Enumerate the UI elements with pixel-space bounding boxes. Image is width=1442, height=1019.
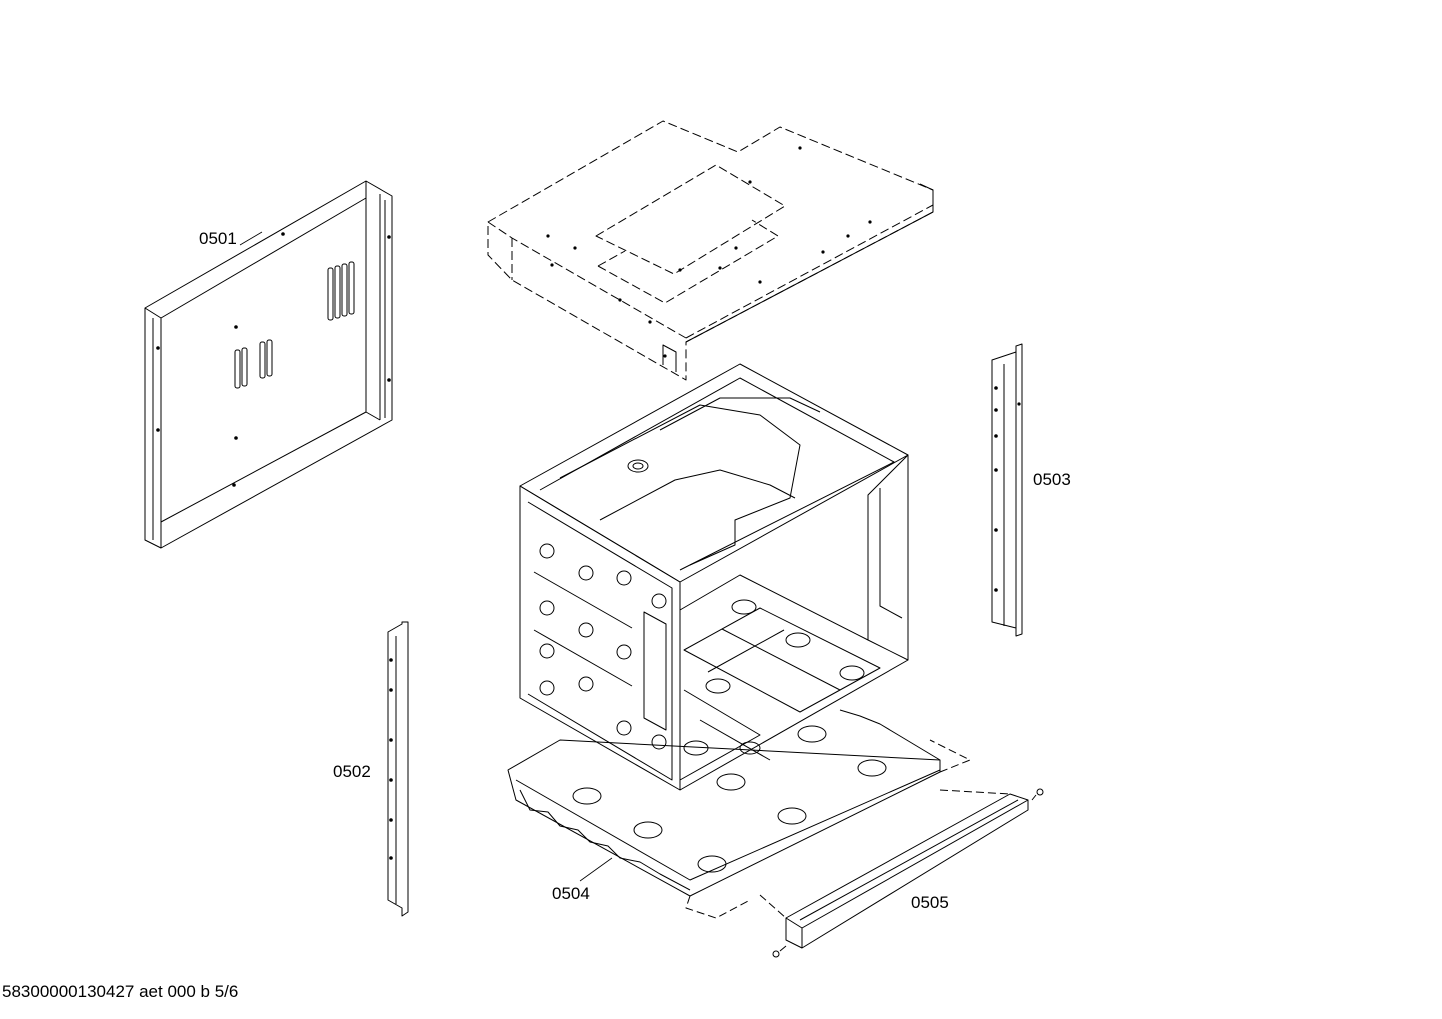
- oven-cavity: [519, 363, 909, 791]
- front-strip: [759, 788, 1044, 958]
- top-cover: [487, 120, 934, 381]
- bottom-tray: [507, 709, 971, 919]
- side-rail-right: [991, 343, 1023, 637]
- document-code: 58300000130427 aet 000 b 5/6: [2, 982, 239, 1001]
- part-label-0505: 0505: [911, 893, 949, 912]
- part-label-0502: 0502: [333, 762, 371, 781]
- side-rail-left: [387, 621, 409, 917]
- part-label-0504: 0504: [552, 884, 590, 903]
- part-label-0501: 0501: [199, 229, 237, 248]
- leader-lines: [239, 231, 613, 882]
- side-panel-left: [144, 180, 393, 549]
- part-label-0503: 0503: [1033, 470, 1071, 489]
